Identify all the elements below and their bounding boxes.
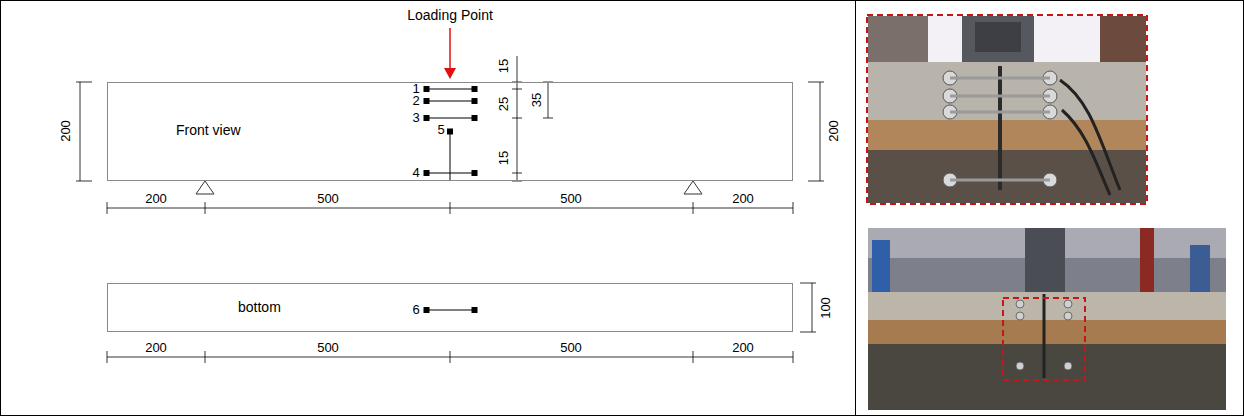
load-label: Loading Point — [407, 8, 493, 23]
panel-divider — [855, 0, 856, 416]
dimension-value: 500 — [560, 192, 582, 206]
dimension-lines — [76, 56, 824, 363]
support-symbol — [196, 181, 702, 194]
dimension-value: 200 — [59, 120, 73, 142]
dimension-value: 35 — [530, 93, 544, 107]
view-title: Front view — [176, 123, 241, 138]
dimension-value: 15 — [497, 59, 511, 73]
beam-front-view: Front view — [107, 82, 793, 181]
dimension-value: 500 — [317, 341, 339, 355]
loading-arrow — [444, 28, 456, 79]
view-title: bottom — [238, 300, 281, 315]
beam-bottom-view: bottom — [107, 283, 793, 332]
test-photo-overview — [868, 228, 1226, 410]
dimension-value: 500 — [560, 341, 582, 355]
dimension-value: 200 — [732, 192, 754, 206]
sensor-number: 6 — [412, 303, 419, 317]
dimension-value: 200 — [732, 341, 754, 355]
sensor-number: 3 — [412, 111, 419, 125]
dimension-value: 200 — [145, 192, 167, 206]
sensor-number: 5 — [437, 123, 444, 137]
dimension-value: 15 — [497, 151, 511, 165]
test-photo-detail — [867, 15, 1147, 204]
dimension-value: 100 — [819, 297, 833, 319]
dimension-value: 25 — [497, 97, 511, 111]
sensor-lines — [424, 87, 477, 313]
dimension-value: 200 — [827, 120, 841, 142]
sensor-number: 2 — [412, 94, 419, 108]
dimension-value: 200 — [145, 341, 167, 355]
sensor-number: 4 — [412, 166, 419, 180]
dimension-value: 500 — [317, 192, 339, 206]
